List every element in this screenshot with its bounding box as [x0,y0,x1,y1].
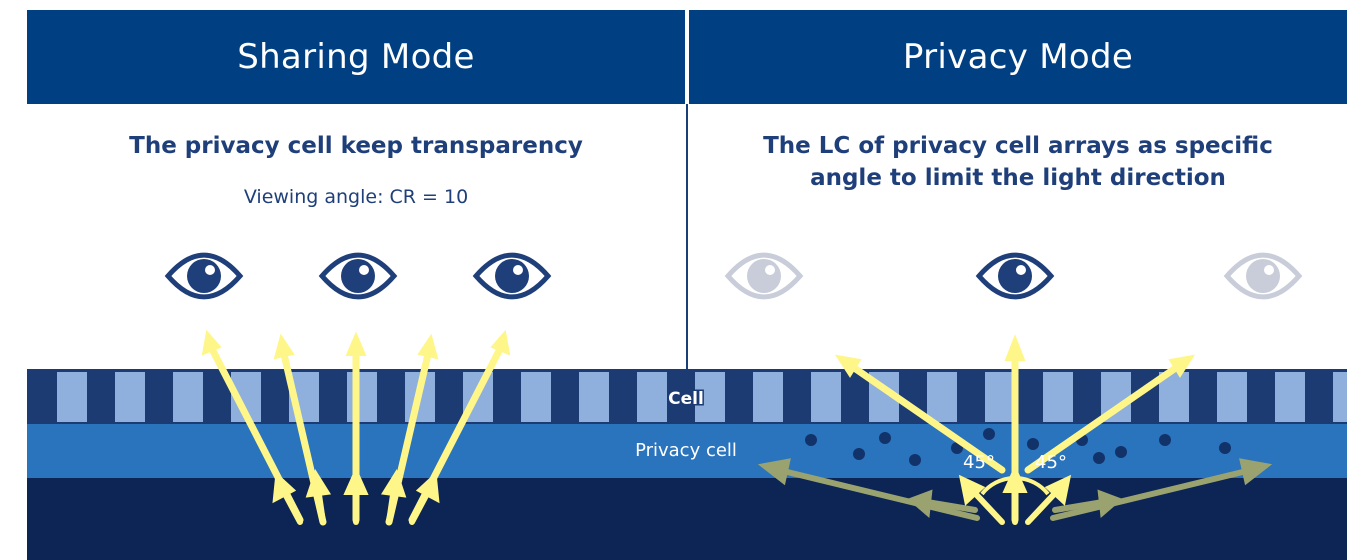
cell-label: Cell [668,389,704,409]
privacy-mode-heading: The LC of privacy cell arrays as specifi… [689,130,1347,194]
cell-stripes [57,372,1347,422]
eyes [164,252,1303,300]
cell-stripe [1043,372,1073,422]
angle-arc [980,476,1050,496]
eye-icon [164,252,244,300]
cell-stripe [927,372,957,422]
cell-stripe [521,372,551,422]
lc-molecule [1027,438,1039,450]
lc-molecule [879,432,891,444]
lc-molecule [805,434,817,446]
backlight-arrows-left [272,466,440,525]
lc-molecule [983,428,995,440]
cell-stripe [347,372,377,422]
diagram-frame: Cell Privacy cell [27,10,1347,560]
eye-icon-faded [724,252,804,300]
eye-icon-faded [1223,252,1303,300]
cell-stripe [579,372,609,422]
cell-stripe [695,372,725,422]
backlight-arrows-right [958,464,1072,525]
sharing-mode-title: Sharing Mode [237,37,475,77]
cell-stripe [1159,372,1189,422]
eye-icon [975,252,1055,300]
light-arrow-left-45 [834,354,1006,474]
sharing-mode-header: Sharing Mode [27,10,685,104]
lc-molecule [1159,434,1171,446]
eye-icon [318,252,398,300]
lc-molecule [1115,446,1127,458]
lc-molecule [1093,452,1105,464]
sharing-mode-heading: The privacy cell keep transparency [129,133,583,159]
lc-molecule [1219,442,1231,454]
cell-stripe [1275,372,1305,422]
cell-stripe [811,372,841,422]
blocked-arrow [907,489,978,518]
cell-stripe [1333,372,1347,422]
cell-stripe [1217,372,1247,422]
lc-molecule [853,448,865,460]
blocked-arrow [757,458,980,521]
privacy-cell-label: Privacy cell [635,440,737,461]
header-divider [685,10,689,104]
privacy-mode-heading-line2: angle to limit the light direction [810,165,1226,191]
cell-stripe [115,372,145,422]
backlight-layer [27,478,1347,560]
privacy-cell-layer [27,424,1347,478]
angle-label-left: 45° [963,452,995,473]
layer-graphics: Cell Privacy cell [27,252,1347,560]
privacy-mode-header: Privacy Mode [689,10,1347,104]
cell-stripe [57,372,87,422]
light-arrow-right-45 [1024,354,1196,474]
privacy-light-arrows [834,334,1196,524]
angle-label-right: 45° [1035,452,1067,473]
cell-stripe [753,372,783,422]
privacy-mode-title: Privacy Mode [902,37,1134,77]
privacy-mode-heading-line1: The LC of privacy cell arrays as specifi… [763,133,1273,159]
cell-stripe [173,372,203,422]
cell-stripe [637,372,667,422]
blocked-arrow [1050,458,1273,521]
sharing-mode-subheading: Viewing angle: CR = 10 [243,186,469,208]
panel-divider [686,104,688,369]
cell-stripe [985,372,1015,422]
lc-molecule [909,454,921,466]
blocked-light-arrows [757,458,1273,521]
eye-icon [472,252,552,300]
